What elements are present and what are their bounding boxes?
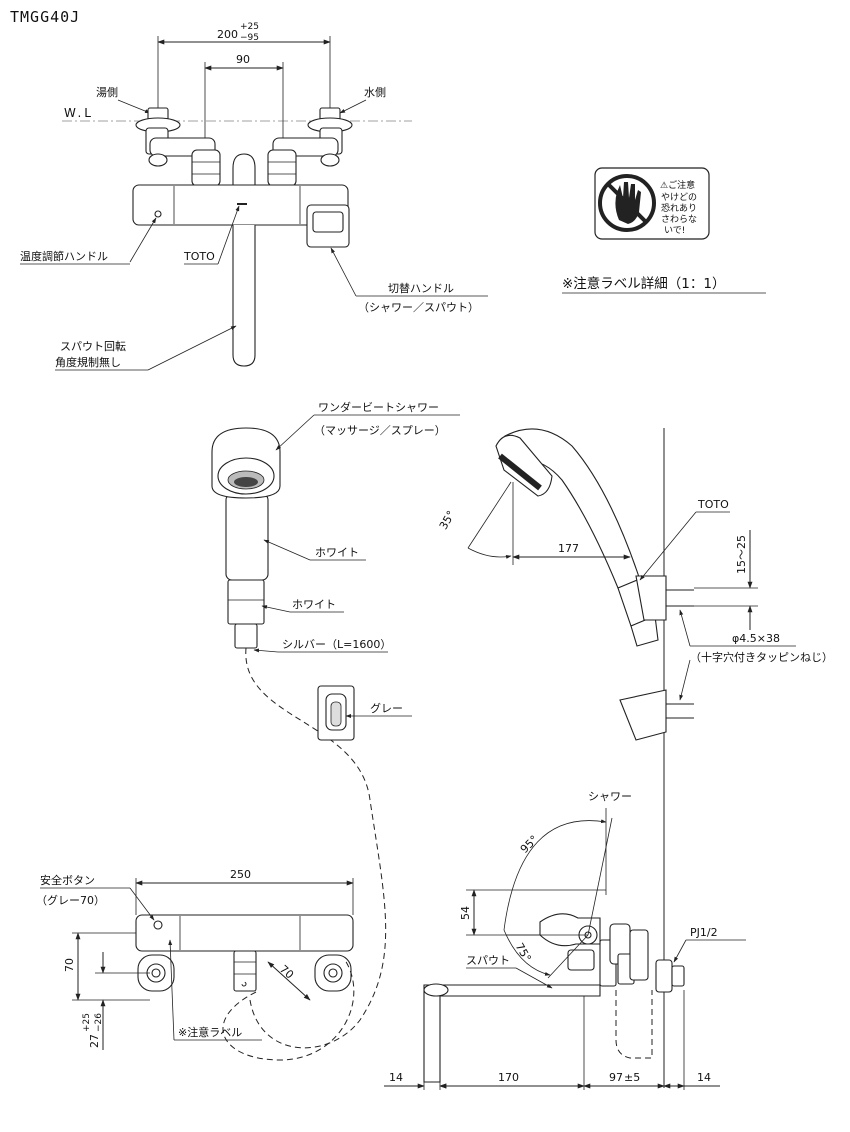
hose-label: シルバー（L=1600）	[282, 638, 391, 651]
front-view: 250 70 27 +25 −26 70 安全ボタン	[36, 868, 355, 1061]
angle-35: 35°	[437, 509, 458, 532]
caution-label: ⚠ご注意 やけどの 恐れあり さわらな いで! ※注意ラベル詳細（1：1）	[562, 167, 766, 294]
dim-27-tol-minus: −26	[94, 1013, 104, 1032]
shower-name-label: ワンダービートシャワー	[318, 400, 439, 414]
spout-rotation-label-2: 角度規制無し	[55, 355, 121, 369]
caution-caption: ※注意ラベル詳細（1：1）	[562, 275, 726, 292]
dim-70-diagonal: 70	[277, 963, 296, 982]
front-body	[135, 914, 354, 952]
dim-center: 90	[236, 53, 250, 66]
white-label-2: ホワイト	[292, 598, 336, 611]
screw-sub-label: （十字穴付きタッピンねじ）	[690, 650, 833, 664]
pipe-label: PJ1/2	[690, 926, 718, 939]
angle-75: 75°	[513, 941, 534, 964]
dim-97-tol: ±5	[624, 1071, 640, 1084]
dim-177: 177	[558, 542, 579, 555]
shower-side-view: 177 35° 15～25 TOTO φ4.5×38 （十字穴付きタッピンねじ）	[437, 428, 833, 1088]
shower-front-view: ワンダービートシャワー （マッサージ／スプレー） ホワイト ホワイト シルバー（…	[211, 400, 460, 1049]
dim-width-tol-minus: −95	[240, 33, 259, 43]
dim-54: 54	[459, 906, 472, 920]
brand-label-top: TOTO	[183, 250, 215, 263]
white-label-1: ホワイト	[315, 546, 359, 559]
side-view: 95° 75° シャワー 54 スパウト PJ1/2 14 170 97 ±5 …	[384, 790, 746, 1090]
water-level-label: W.L	[64, 106, 94, 120]
model-number: TMGG40J	[10, 8, 80, 26]
dim-250: 250	[230, 868, 251, 881]
dim-14-left: 14	[389, 1071, 403, 1084]
caution-line-1: やけどの	[661, 192, 697, 203]
dim-97: 97	[609, 1071, 623, 1084]
dim-14-right: 14	[697, 1071, 711, 1084]
angle-95: 95°	[518, 833, 541, 856]
hose-line	[245, 647, 387, 1049]
switch-handle-label: 切替ハンドル	[388, 281, 454, 295]
dim-27-tol-plus: +25	[82, 1013, 92, 1032]
brand-label-side: TOTO	[697, 498, 729, 511]
safety-button-sub: （グレー70）	[36, 893, 105, 907]
shower-modes-label: （マッサージ／スプレー）	[314, 424, 446, 437]
cold-side-label: 水側	[364, 86, 386, 99]
spout-outline	[423, 984, 601, 1083]
caution-line-3: さわらな	[661, 214, 697, 225]
caution-title: ⚠ご注意	[660, 179, 695, 191]
spout-rotation-label-1: スパウト回転	[60, 340, 126, 353]
dim-range: 15～25	[735, 535, 748, 574]
dim-width-tol-plus: +25	[240, 22, 259, 32]
dim-170: 170	[498, 1071, 519, 1084]
spout-label: スパウト	[466, 954, 510, 967]
caution-line-4: いで!	[664, 226, 685, 236]
dim-27: 27	[88, 1034, 101, 1048]
safety-button-label: 安全ボタン	[40, 873, 95, 887]
grey-label: グレー	[370, 701, 403, 715]
dim-70-vertical: 70	[63, 958, 76, 972]
dim-width: 200	[217, 28, 238, 41]
temp-handle-label: 温度調節ハンドル	[20, 249, 108, 263]
top-view: 200 +25 −95 90 W.L 湯側 水側	[20, 22, 488, 371]
caution-line-2: 恐れあり	[661, 203, 697, 214]
hot-side-label: 湯側	[96, 86, 118, 99]
screw-label: φ4.5×38	[732, 632, 780, 645]
switch-handle-sub: （シャワー／スパウト）	[358, 301, 479, 314]
shower-direction-label: シャワー	[588, 790, 632, 803]
caution-position-label: ※注意ラベル	[178, 1025, 242, 1039]
